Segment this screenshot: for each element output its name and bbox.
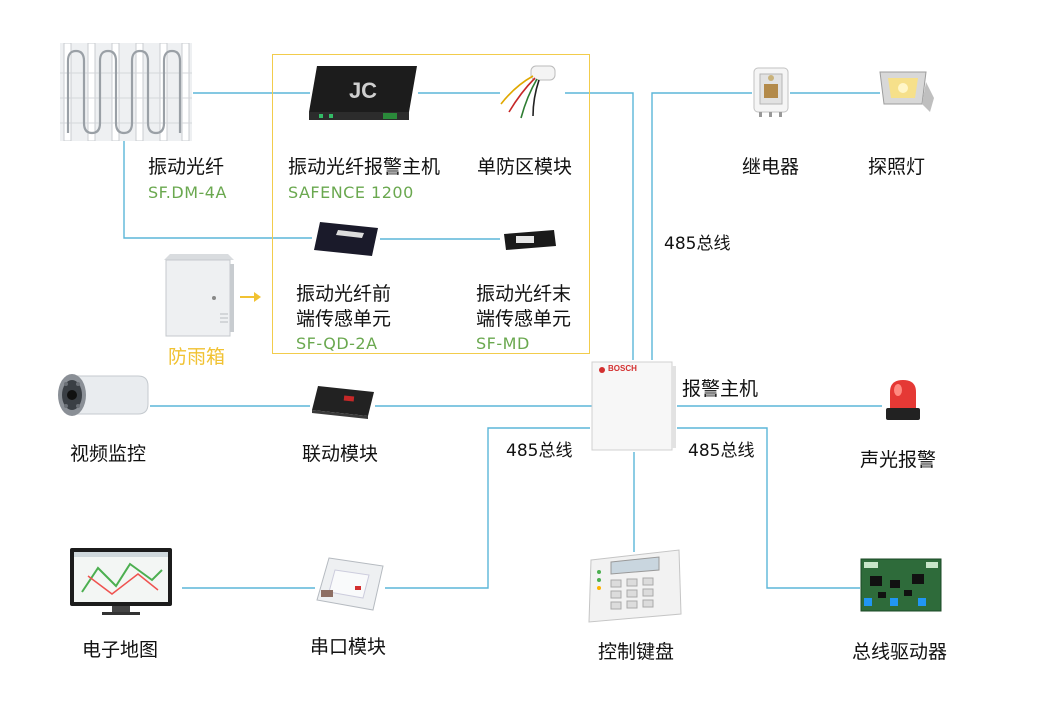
keypad-label: 控制键盘 [598,641,675,663]
bus-label-top: 485总线 [664,234,731,254]
fiber-system-group [272,54,590,354]
bus-driver-label: 总线驱动器 [852,641,948,663]
front-sensor-unit-icon [312,218,380,258]
strobe-siren-icon [884,378,922,422]
host-label: 振动光纤报警主机 [288,156,441,178]
bus-label-left: 485总线 [506,441,573,461]
end-sensor-model: SF-MD [476,334,530,353]
single-zone-label: 单防区模块 [477,156,573,178]
keypad-icon [585,548,685,624]
alarm-panel-icon: BOSCH [590,360,678,452]
svg-text:JC: JC [349,78,377,103]
fiber-alarm-host-icon: JC [305,62,420,124]
front-sensor-label-1: 振动光纤前 [296,283,392,305]
alarm-panel-brand: BOSCH [608,364,637,373]
floodlight-icon [876,68,936,116]
fiber-model: SF.DM-4A [148,183,227,202]
relay-icon [752,66,790,118]
rain-box-label: 防雨箱 [168,346,226,368]
linkage-module-icon [310,384,376,420]
serial-module-icon [315,556,385,612]
end-sensor-unit-icon [500,226,558,254]
camera-icon [56,370,152,424]
front-sensor-label-2: 端传感单元 [296,308,392,330]
fiber-label: 振动光纤 [148,156,225,178]
strobe-label: 声光报警 [860,449,937,471]
map-label: 电子地图 [82,639,159,661]
serial-label: 串口模块 [310,636,387,658]
bus-driver-board-icon [860,558,942,612]
rain-box-icon [162,254,236,338]
front-sensor-model: SF-QD-2A [296,334,378,353]
camera-label: 视频监控 [70,443,147,465]
bus-label-right: 485总线 [688,441,755,461]
arrow-right-icon [240,292,261,302]
monitor-map-icon [68,546,176,616]
fiber-fence-icon [60,42,192,142]
floodlight-label: 探照灯 [868,156,926,178]
end-sensor-label-1: 振动光纤末 [476,283,572,305]
relay-label: 继电器 [742,156,800,178]
single-zone-module-icon [495,60,565,122]
alarm-panel-label: 报警主机 [682,378,759,400]
linkage-label: 联动模块 [302,443,379,465]
end-sensor-label-2: 端传感单元 [476,308,572,330]
host-model: SAFENCE 1200 [288,183,414,202]
